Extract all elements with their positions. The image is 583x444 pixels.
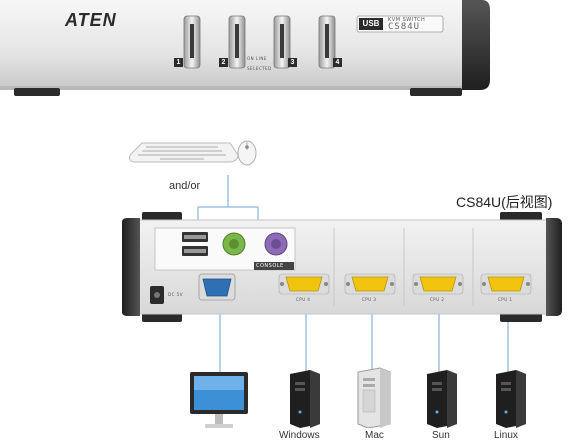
computer-mac — [352, 366, 398, 439]
computer-label-linux: Linux — [494, 430, 518, 441]
rear-view-title: CS84U(后视图) — [456, 194, 553, 210]
computer-sun — [421, 368, 467, 439]
cpu-port-label-3: CPU 3 — [362, 297, 377, 302]
computer-label-mac: Mac — [365, 430, 384, 441]
keyboard-mouse — [120, 135, 280, 180]
front-panel — [0, 0, 583, 100]
cpu-port-label-2: CPU 2 — [430, 297, 445, 302]
power-label: DC 5V — [168, 292, 183, 297]
cpu-port-label-4: CPU 4 — [296, 297, 311, 302]
port-number-4: 4 — [335, 59, 340, 66]
and-or-label: and/or — [169, 180, 201, 192]
cpu-port-label-1: CPU 1 — [498, 297, 513, 302]
port-number-3: 3 — [290, 59, 295, 66]
computer-linux — [490, 368, 536, 439]
front-panel-svg — [0, 0, 490, 96]
usb-badge: USB — [362, 19, 380, 28]
kvm-switch-label: KVM SWITCH — [388, 17, 426, 23]
computer-label-sun: Sun — [432, 430, 450, 441]
computer-windows — [284, 368, 330, 439]
computer-label-windows: Windows — [279, 430, 320, 441]
led-online-label: ON LINE — [247, 56, 267, 61]
console-label: CONSOLE — [256, 263, 284, 269]
led-selected-label: SELECTED — [247, 66, 272, 71]
model-label: CS84U — [388, 22, 421, 32]
port-number-1: 1 — [176, 59, 181, 66]
port-number-2: 2 — [221, 59, 226, 66]
aten-logo: ATEN — [65, 10, 117, 30]
port-buttons — [183, 15, 336, 69]
monitor-icon — [188, 370, 252, 439]
